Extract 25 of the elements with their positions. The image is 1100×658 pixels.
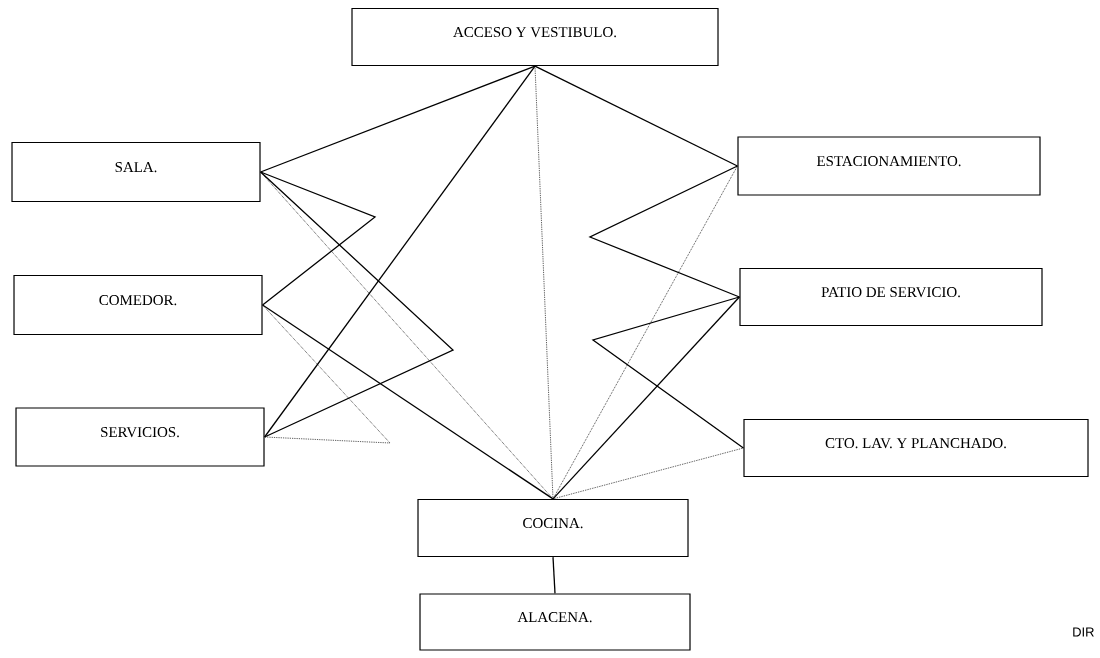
connector-line bbox=[263, 65, 536, 438]
room-box: ESTACIONAMIENTO. bbox=[737, 136, 1041, 196]
connector-line bbox=[552, 165, 738, 500]
room-box: ALACENA. bbox=[419, 593, 691, 651]
connector-line bbox=[591, 296, 745, 449]
connector-line bbox=[259, 65, 536, 173]
room-box: ACCESO Y VESTIBULO. bbox=[351, 7, 719, 67]
room-box: CTO. LAV. Y PLANCHADO. bbox=[743, 418, 1089, 478]
connector-line bbox=[552, 556, 556, 595]
connector-line bbox=[552, 296, 741, 500]
connector-line bbox=[262, 304, 391, 444]
note-text: DIR bbox=[1073, 627, 1094, 637]
room-box: SALA. bbox=[11, 141, 261, 203]
connector-line bbox=[259, 171, 377, 306]
room-box: SERVICIOS. bbox=[15, 407, 265, 467]
connector-line bbox=[260, 171, 554, 500]
room-box: PATIO DE SERVICIO. bbox=[739, 267, 1043, 327]
room-box: COMEDOR. bbox=[13, 274, 263, 336]
room-box: COCINA. bbox=[417, 498, 689, 558]
connector-line bbox=[259, 171, 455, 438]
connector-line bbox=[534, 65, 739, 167]
connector-line bbox=[534, 65, 554, 500]
connector-line bbox=[261, 304, 554, 500]
connector-line bbox=[552, 447, 744, 500]
connector-line bbox=[588, 165, 741, 298]
